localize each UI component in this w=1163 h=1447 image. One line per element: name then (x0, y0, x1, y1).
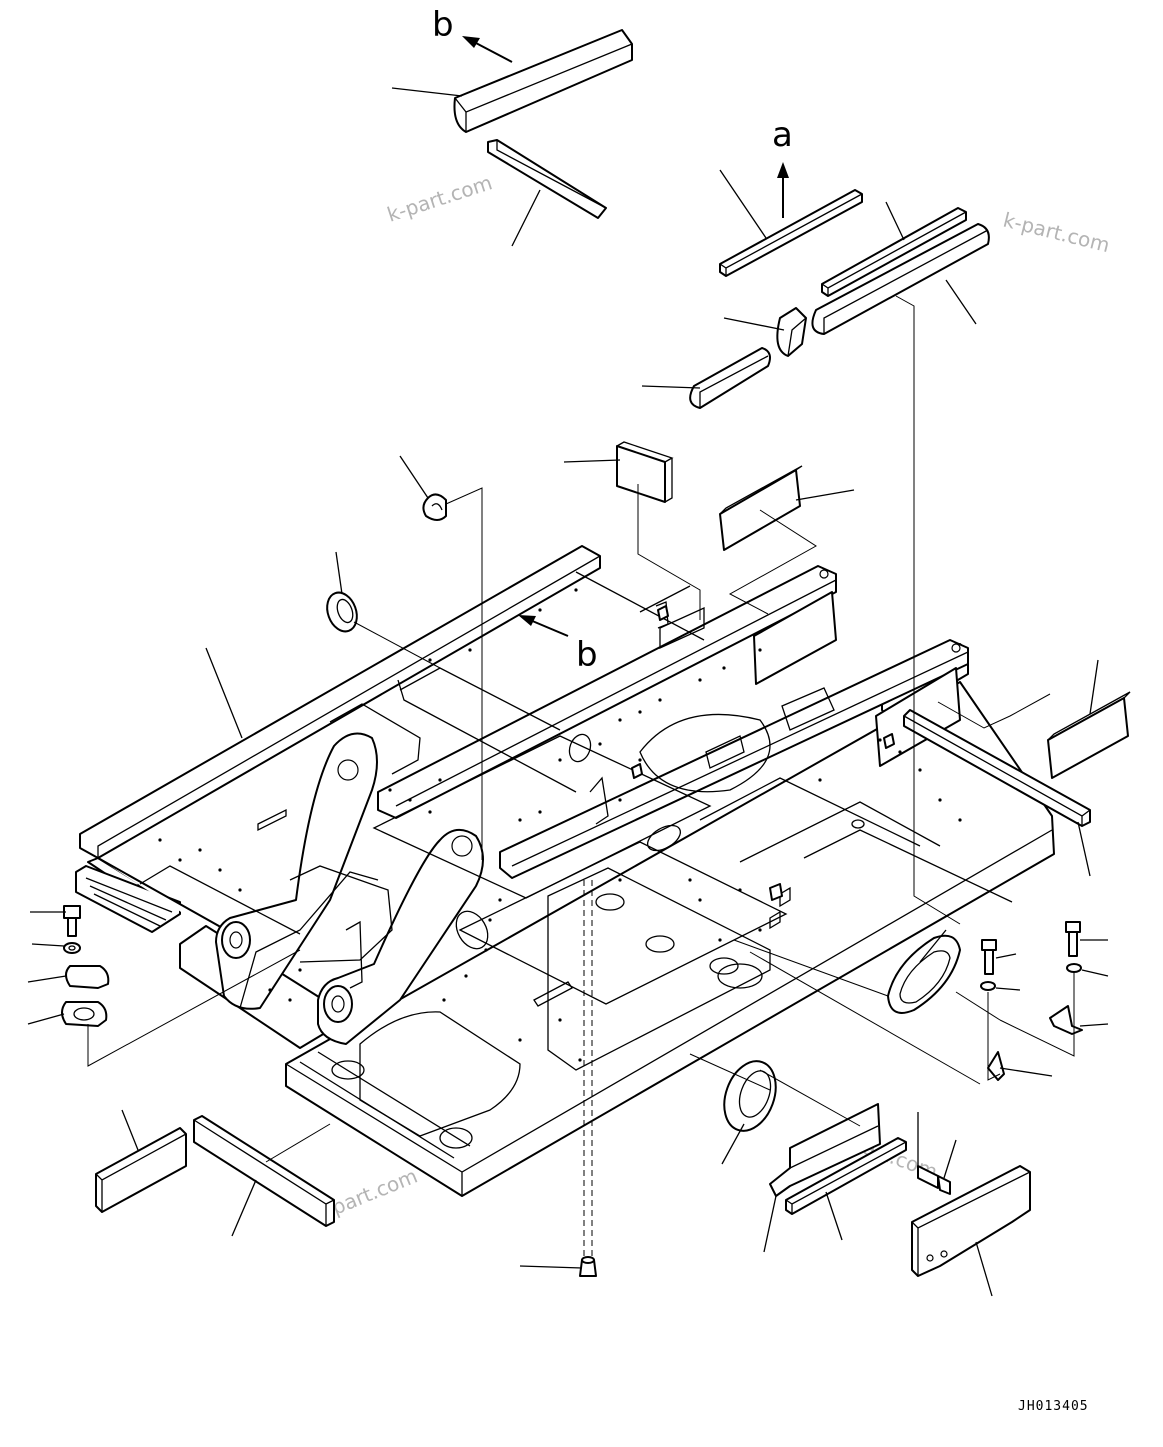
pad-far-right (1047, 691, 1131, 779)
cover-plate-lower-right (911, 1165, 1031, 1277)
gasket-left (61, 1001, 108, 1027)
u-clip (422, 493, 447, 521)
angle-plate-lower (769, 1103, 881, 1197)
watermark-top-left: k-part.com (384, 170, 495, 226)
strip-a-narrow (719, 189, 863, 277)
flat-plate-top (487, 139, 607, 219)
curved-plate-top (453, 29, 633, 133)
bar-lower (785, 1137, 907, 1215)
plate-lower-left (95, 1127, 187, 1213)
curved-channel-right (811, 223, 990, 335)
bolt-right-mid (981, 939, 997, 975)
reference-lines (87, 295, 1075, 1256)
bracket-right-upper (1049, 1005, 1083, 1035)
view-label-b-top: b (432, 5, 454, 45)
curved-channel-left (689, 347, 771, 409)
cover-plate-left (65, 965, 110, 989)
view-label-a-top: a (772, 115, 793, 155)
oval-cover (887, 934, 961, 1014)
view-arrow-a-top: a (772, 115, 793, 218)
plate-lower-long (193, 1115, 335, 1227)
long-rail-right (903, 709, 1091, 827)
strip-a-long (821, 207, 967, 297)
main-frame (75, 545, 1055, 1197)
washer-right-far (1066, 963, 1082, 973)
view-label-b-frame: b (576, 635, 598, 675)
pad-left (616, 441, 674, 503)
view-arrow-b-frame: b (518, 615, 598, 675)
washer-left (63, 942, 81, 954)
bolt-right-far (1065, 921, 1081, 957)
watermark-top-right: k-part.com (1001, 208, 1112, 258)
step-block (75, 865, 181, 933)
drawing-code: JH013405 (1018, 1399, 1089, 1414)
boom-bracket-right (317, 829, 484, 1045)
corner-block (776, 307, 807, 357)
bolt-lower-right (917, 1165, 951, 1195)
pad-right (719, 465, 803, 551)
grommet-lower (723, 1060, 777, 1132)
view-arrow-b-top: b (432, 5, 513, 63)
bracket-right-lower (987, 1051, 1005, 1081)
washer-right-mid (980, 981, 996, 991)
rivet-dots (158, 588, 962, 1062)
drain-plug (579, 1256, 597, 1277)
bolt-left (63, 905, 81, 937)
leader-lines (27, 87, 1109, 1297)
grommet-upper (326, 591, 358, 633)
boom-bracket-left (215, 732, 378, 1010)
